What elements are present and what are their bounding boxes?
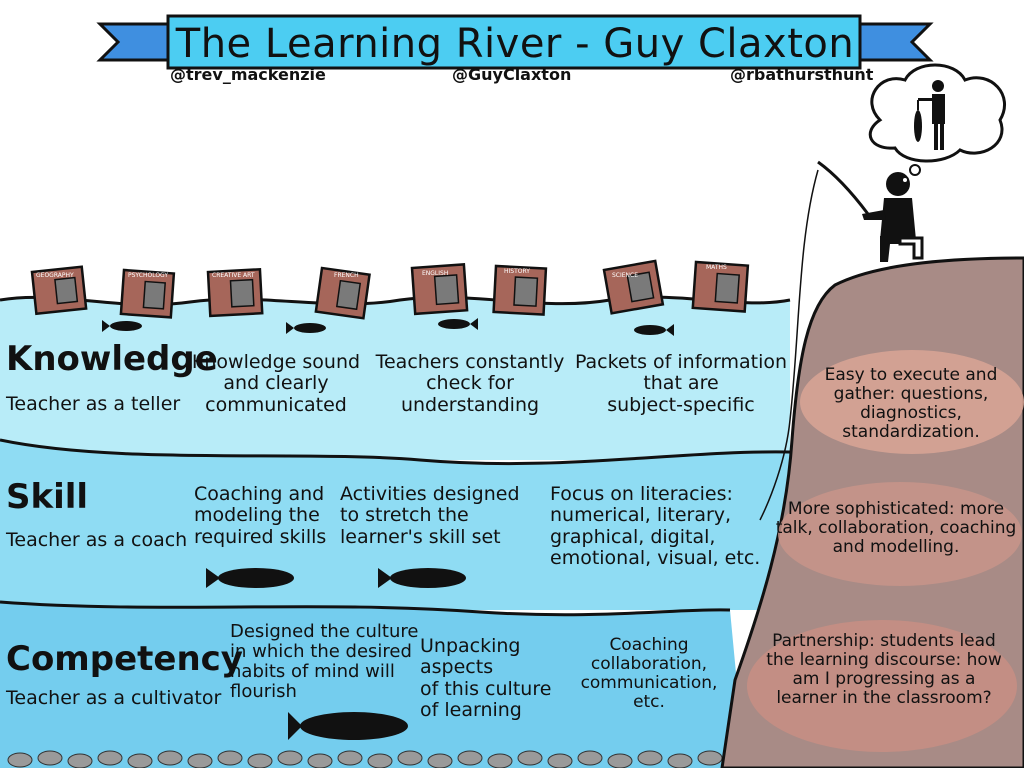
crate-french xyxy=(314,266,371,320)
fishing-rod xyxy=(817,160,870,215)
bank-note-knowledge: Easy to execute and gather: questions, d… xyxy=(824,365,998,443)
crate-label: HISTORY xyxy=(504,268,530,275)
crate-label: SCIENCE xyxy=(612,272,639,279)
knowledge-cell-3: Packets of information that are subject-… xyxy=(574,351,788,416)
crate-english xyxy=(410,263,469,316)
fish-icon xyxy=(378,568,466,588)
competency-cell-1: Designed the culture in which the desire… xyxy=(230,621,419,703)
role-skill: Teacher as a coach xyxy=(6,529,188,551)
fish-icon xyxy=(102,320,142,332)
crate-label: PSYCHOLOGY xyxy=(128,272,169,279)
fish-icon xyxy=(438,318,478,330)
crate-creative-art xyxy=(206,267,264,318)
ribbon-left xyxy=(96,22,174,62)
water-skill-layer xyxy=(0,440,790,610)
role-knowledge: Teacher as a teller xyxy=(6,393,181,415)
bank-note-competency-bg xyxy=(747,620,1017,752)
knowledge-cell-2: Teachers constantly check for understand… xyxy=(375,351,565,416)
bank-note-competency: Partnership: students lead the learning … xyxy=(766,631,1002,709)
crate-psychology xyxy=(119,268,176,319)
water-knowledge-layer xyxy=(0,297,790,460)
crate-history xyxy=(492,264,548,316)
river-bed-pebbles xyxy=(7,750,723,768)
skill-cell-1: Coaching and modeling the required skill… xyxy=(194,483,327,548)
level-skill: Skill xyxy=(6,477,89,517)
title-banner xyxy=(166,14,862,70)
subject-crates xyxy=(30,259,750,320)
crate-label: MATHS xyxy=(706,264,727,271)
crate-label: CREATIVE ART xyxy=(212,272,255,279)
bank-note-skill: More sophisticated: more talk, collabora… xyxy=(775,499,1017,558)
level-competency: Competency xyxy=(6,639,243,679)
fish-icon xyxy=(634,324,674,336)
knowledge-cell-1: Knowledge sound and clearly communicated xyxy=(191,351,361,416)
bank-note-knowledge-bg xyxy=(800,350,1024,454)
competency-cell-2: Unpacking aspects of this culture of lea… xyxy=(420,635,552,721)
fish-icon xyxy=(286,322,326,334)
crate-label: GEOGRAPHY xyxy=(36,272,74,279)
author-handle-center[interactable]: @GuyClaxton xyxy=(452,65,572,84)
crate-label: FRENCH xyxy=(334,272,359,279)
person-holding-fish-icon xyxy=(914,80,945,150)
fisherman-icon xyxy=(862,172,924,262)
knowledge-skill-divider xyxy=(0,438,791,466)
crate-geography xyxy=(30,265,88,316)
competency-cell-3: Coaching collaboration, communication, e… xyxy=(580,635,718,713)
fish-icon xyxy=(206,568,294,588)
author-handle-right[interactable]: @rbathursthunt xyxy=(730,65,874,84)
skill-cell-3: Focus on literacies: numerical, literary… xyxy=(550,483,761,569)
bank-note-skill-bg xyxy=(778,482,1022,586)
level-knowledge: Knowledge xyxy=(6,339,218,379)
skill-fish-icons xyxy=(206,568,466,588)
crate-label: ENGLISH xyxy=(422,270,449,277)
role-competency: Teacher as a cultivator xyxy=(6,687,222,709)
skill-cell-2: Activities designed to stretch the learn… xyxy=(340,483,520,548)
crate-science xyxy=(602,259,665,315)
skill-competency-divider xyxy=(0,600,731,617)
author-handle-left[interactable]: @trev_mackenzie xyxy=(170,65,326,84)
competency-fish-icon xyxy=(288,712,408,740)
surface-fish-icons xyxy=(102,318,674,336)
ribbon-right xyxy=(854,22,934,62)
page-title: The Learning River - Guy Claxton xyxy=(175,21,855,67)
crate-maths xyxy=(691,260,750,313)
water-competency-layer xyxy=(0,602,745,768)
fishing-line xyxy=(759,169,819,521)
